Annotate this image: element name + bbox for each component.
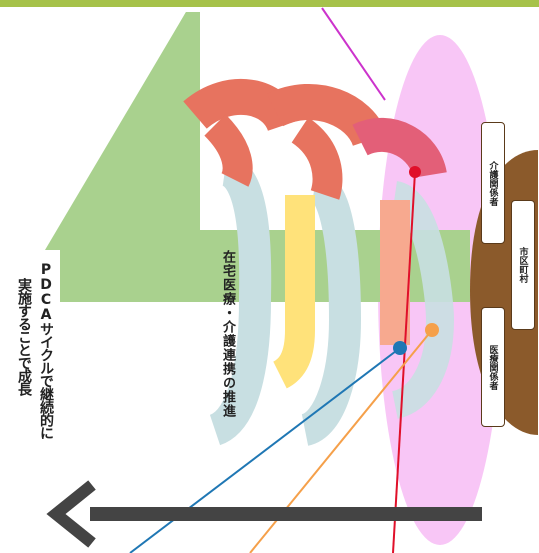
blue-line [129,347,401,553]
blue-dot [393,341,407,355]
caption-line-2: 実施することで成長 [16,278,32,395]
top-border [0,0,539,7]
red-line [392,171,416,553]
card-care-label: 介護関係者 [487,160,498,206]
card-medical-label: 医療関係者 [487,344,498,390]
card-care: 介護関係者 [481,122,505,244]
spiral-loops [183,78,455,446]
orange-dot [425,323,439,337]
caption-line-1: PDCAサイクルで継続的に [38,262,54,439]
dark-arrow [46,480,482,548]
card-municipality: 市区町村 [511,200,535,330]
green-arrow-head-shape [60,12,200,302]
red-dot [409,166,421,178]
magenta-line [321,7,386,101]
card-municipality-label: 市区町村 [517,247,528,283]
card-medical: 医療関係者 [481,307,505,427]
arrow-label: 在宅医療・介護連携の推進 [220,250,235,418]
